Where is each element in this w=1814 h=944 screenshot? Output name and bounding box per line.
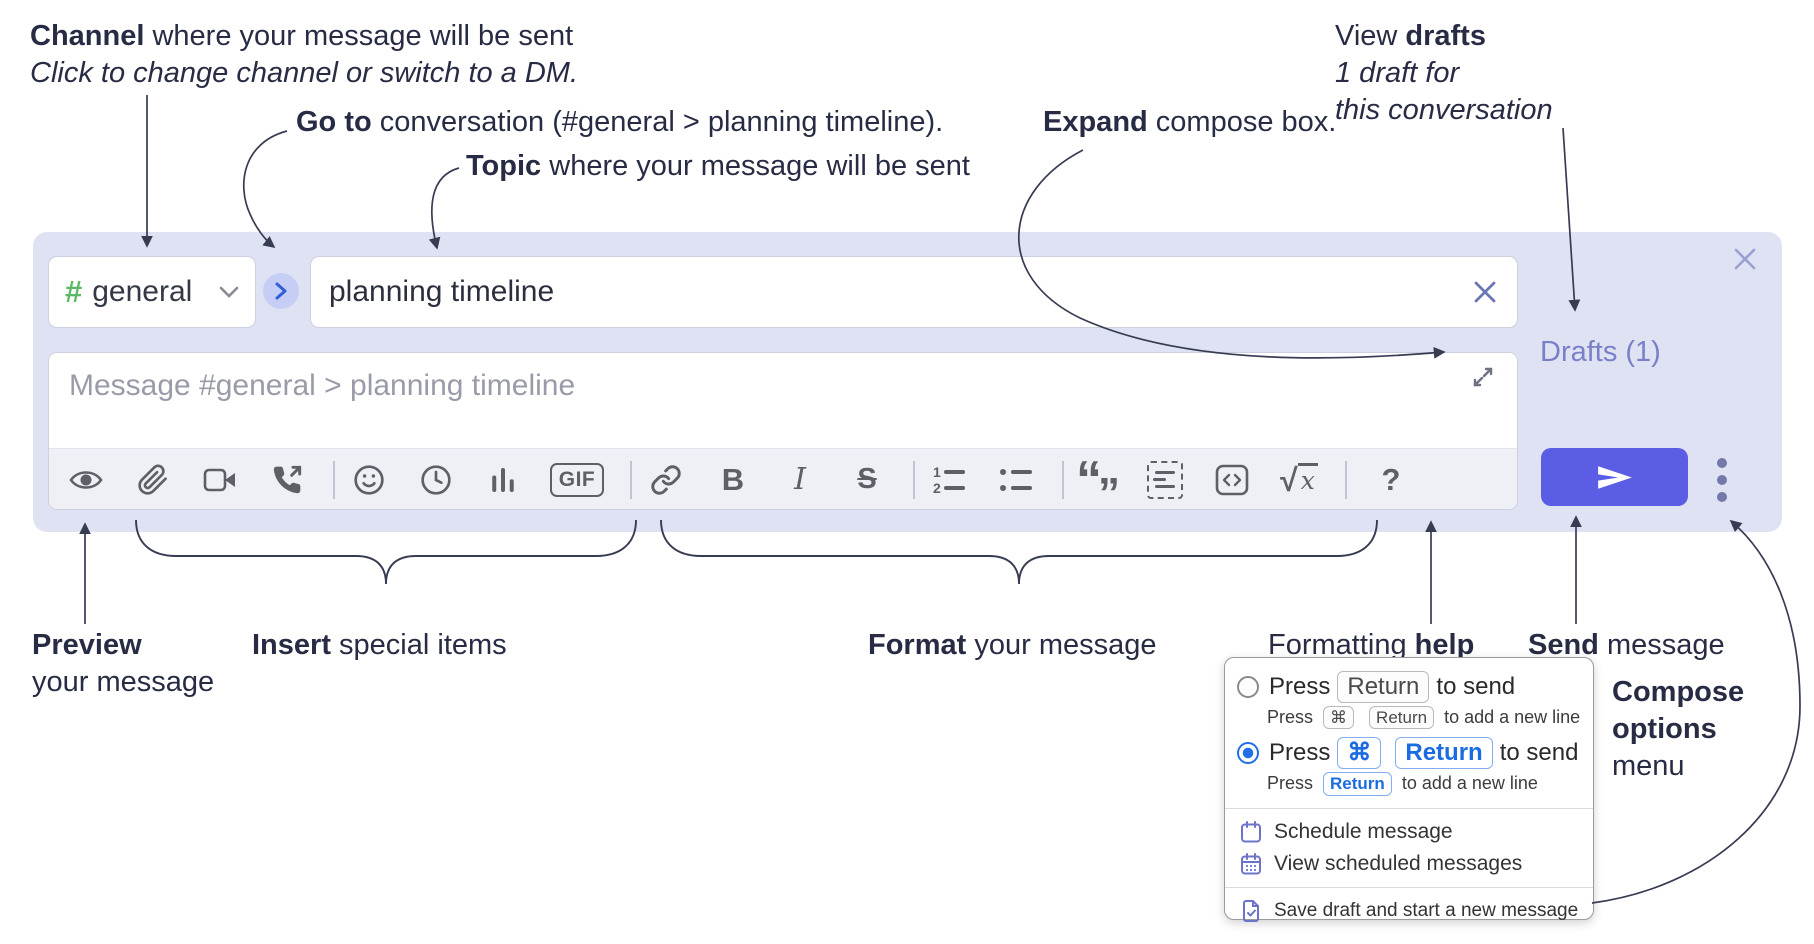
return-keycap: Return <box>1323 772 1392 796</box>
preview-icon[interactable] <box>64 457 108 503</box>
return-keycap: Return <box>1337 671 1430 703</box>
send-plane-icon <box>1597 465 1632 489</box>
return-keycap: Return <box>1369 706 1435 730</box>
global-time-icon[interactable] <box>414 457 458 503</box>
bold-icon[interactable]: B <box>721 461 745 497</box>
drafts-annotation: View drafts 1 draft for this conversatio… <box>1335 20 1553 126</box>
topic-annotation: Topic where your message will be sent <box>466 150 970 182</box>
expand-annotation: Expand compose box. <box>1043 106 1337 138</box>
math-icon[interactable]: √x <box>1277 457 1321 503</box>
chevron-right-icon <box>275 282 287 300</box>
code-icon[interactable] <box>1210 457 1254 503</box>
compose-options-menu: Press Return to send Press ⌘ Return to a… <box>1224 657 1594 922</box>
emoji-icon[interactable] <box>347 457 391 503</box>
send-on-cmd-return-option[interactable]: Press ⌘ Return to send <box>1225 734 1593 772</box>
toolbar-divider <box>1062 460 1064 499</box>
italic-icon[interactable]: I <box>794 462 806 497</box>
send-on-return-option[interactable]: Press Return to send <box>1225 668 1593 706</box>
expand-compose-icon[interactable] <box>1469 363 1497 391</box>
view-scheduled-item[interactable]: View scheduled messages <box>1225 848 1593 880</box>
channel-annotation: Channel where your message will be sent … <box>30 20 579 89</box>
svg-text:1: 1 <box>933 464 941 480</box>
goto-annotation: Go to conversation (#general > planning … <box>296 106 944 138</box>
radio-unselected-icon[interactable] <box>1237 676 1259 698</box>
cmd-keycap: ⌘ <box>1323 706 1355 730</box>
poll-icon[interactable] <box>481 457 525 503</box>
topic-input[interactable]: planning timeline <box>310 256 1518 328</box>
menu-divider <box>1225 807 1593 809</box>
drafts-link[interactable]: Drafts (1) <box>1540 336 1661 368</box>
svg-text:2: 2 <box>933 480 941 496</box>
insert-annotation: Insert special items <box>252 629 507 661</box>
channel-hash-icon: # <box>65 274 83 309</box>
toolbar-divider <box>913 460 915 499</box>
message-placeholder: Message #general > planning timeline <box>69 369 576 402</box>
compose-box: # general planning timeline Message #gen… <box>33 232 1782 532</box>
channel-selector[interactable]: # general <box>48 256 256 328</box>
goto-connector <box>242 130 288 249</box>
cmd-keycap: ⌘ <box>1337 737 1382 770</box>
spoiler-icon[interactable] <box>1143 457 1187 503</box>
clear-topic-icon[interactable] <box>1471 278 1499 306</box>
format-annotation: Format your message <box>868 629 1157 661</box>
bulleted-list-icon[interactable] <box>994 457 1038 503</box>
gif-icon[interactable]: GIF <box>548 457 606 503</box>
message-compose-area: Message #general > planning timeline <box>48 352 1518 510</box>
compose-options-annotation: Compose options menu <box>1612 676 1745 782</box>
video-call-icon[interactable] <box>198 457 242 503</box>
schedule-calendar-icon <box>1241 820 1261 842</box>
go-to-conversation-button[interactable] <box>263 273 299 309</box>
save-draft-item[interactable]: Save draft and start a new message <box>1225 895 1593 927</box>
topic-value: planning timeline <box>329 275 555 308</box>
link-icon[interactable] <box>644 457 688 503</box>
channel-name: general <box>92 275 193 308</box>
attach-icon[interactable] <box>131 457 175 503</box>
radio-selected-icon[interactable] <box>1237 742 1259 765</box>
save-draft-icon <box>1243 899 1259 922</box>
return-keycap: Return <box>1395 737 1493 770</box>
strikethrough-icon[interactable]: S <box>857 463 877 495</box>
schedule-message-item[interactable]: Schedule message <box>1225 816 1593 848</box>
compose-options-button[interactable] <box>1717 458 1727 502</box>
voice-call-icon[interactable] <box>265 457 309 503</box>
toolbar-divider <box>333 460 335 499</box>
quote-icon[interactable]: “” <box>1076 450 1120 510</box>
preview-annotation: Preview your message <box>32 629 215 698</box>
send-on-cmd-return-subtext: Press Return to add a new line <box>1225 772 1593 800</box>
chevron-down-icon <box>219 286 239 298</box>
formatting-help-annotation: Formatting help <box>1268 629 1475 661</box>
send-button[interactable] <box>1541 448 1688 506</box>
message-input[interactable]: Message #general > planning timeline <box>49 353 1517 448</box>
close-compose-icon[interactable] <box>1730 244 1760 274</box>
send-on-return-subtext: Press ⌘ Return to add a new line <box>1225 706 1593 734</box>
menu-divider <box>1225 886 1593 888</box>
help-icon[interactable]: ? <box>1381 461 1401 497</box>
toolbar-divider <box>630 460 632 499</box>
toolbar-divider <box>1345 460 1347 499</box>
view-scheduled-icon <box>1241 852 1261 874</box>
